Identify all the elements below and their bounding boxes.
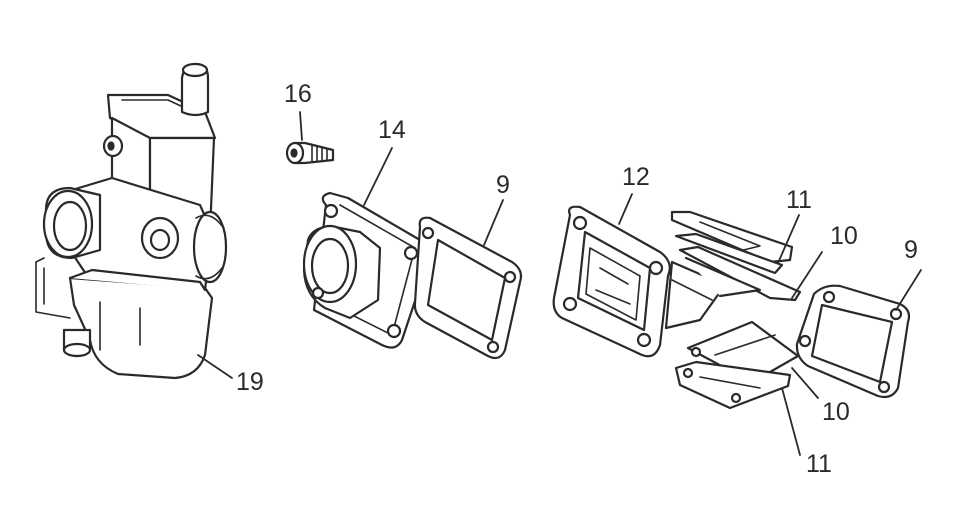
callout-10-lower: 10 [822, 398, 850, 426]
gasket-right-part [795, 284, 911, 399]
gasket-left-part [413, 216, 523, 360]
reed-petals-lower-part [674, 360, 792, 410]
screw-part [285, 141, 335, 165]
reed-block-part [552, 205, 727, 358]
intake-manifold-part [302, 191, 431, 349]
callout-9-left: 9 [496, 171, 510, 199]
callout-19: 19 [236, 368, 264, 396]
leader-lines [197, 111, 922, 456]
callout-12: 12 [622, 163, 650, 191]
stopper-upper-part [678, 245, 802, 302]
reed-petals-upper-part [670, 210, 794, 275]
callout-14: 14 [378, 116, 406, 144]
callout-11-lower: 11 [806, 450, 832, 478]
callout-10-upper: 10 [830, 222, 858, 250]
callout-9-right: 9 [904, 236, 918, 264]
callout-16: 16 [284, 80, 312, 108]
callout-11-upper: 11 [786, 186, 812, 214]
callout-labels: 16 14 9 12 11 10 9 19 10 11 [236, 80, 918, 478]
carburetor-part [35, 62, 228, 380]
